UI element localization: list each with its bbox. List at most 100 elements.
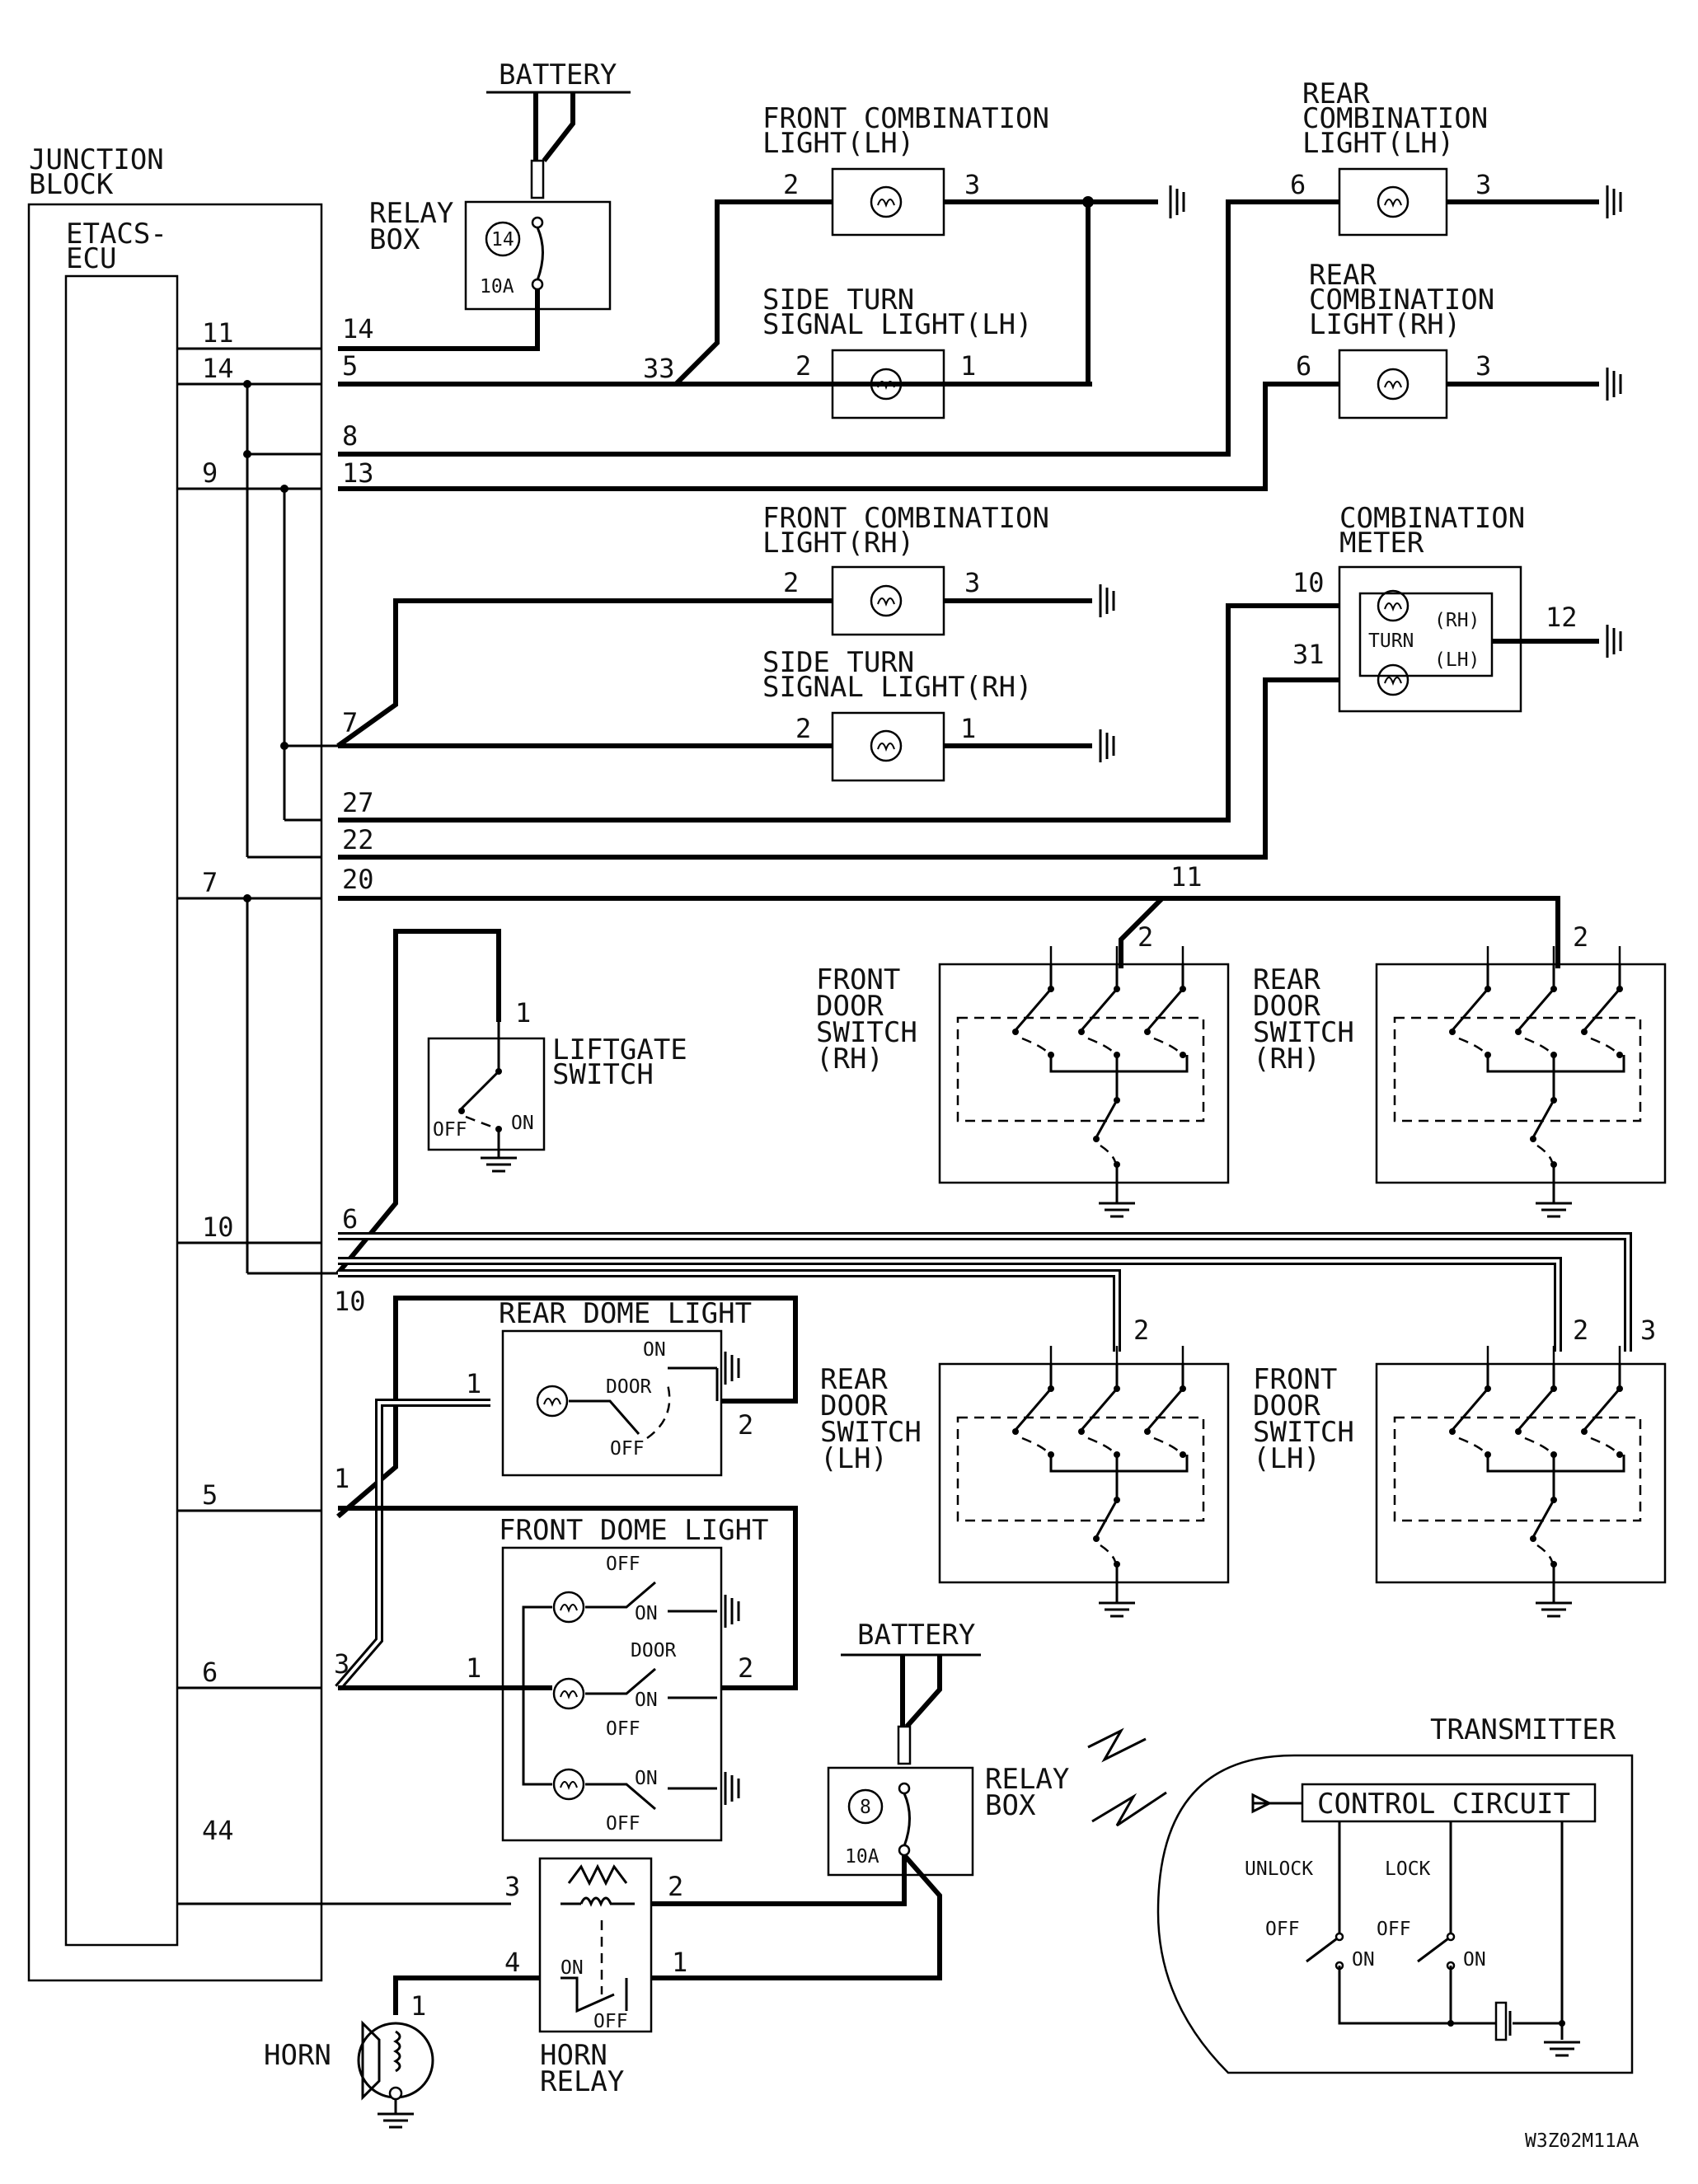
horn-relay-box (538, 1857, 653, 2033)
ecu-pin: 10 (202, 1212, 234, 1243)
fdome-door: DOOR (631, 1640, 677, 1661)
side-turn-rh-label-2: SIGNAL LIGHT(RH) (762, 671, 1033, 704)
fds-rh-label-1: FRONT (816, 963, 900, 996)
pin: 3 (1475, 350, 1491, 382)
rds-lh-label-4: (LH) (820, 1442, 888, 1475)
jb-pin: 7 (342, 707, 358, 738)
pin: 2 (738, 1409, 753, 1441)
jb-pin: 1 (334, 1463, 349, 1494)
ecu-pin: 6 (202, 1657, 218, 1688)
rear-comb-rh-box (1338, 349, 1448, 419)
splice-11: 11 (1170, 861, 1203, 893)
pin: 3 (964, 567, 980, 598)
rds-lh-label-3: SWITCH (820, 1416, 922, 1449)
rear-dome-label: REAR DOME LIGHT (499, 1297, 752, 1330)
jb-pin: 22 (342, 824, 374, 855)
horn-relay-off: OFF (593, 2011, 628, 2032)
pin: 1 (515, 997, 531, 1029)
relay-box-top-fuse: 10A (480, 276, 514, 298)
side-turn-rh-box (831, 711, 945, 782)
rear-comb-rh-label-1: REAR (1309, 259, 1377, 292)
relay-box-top-label-1: RELAY (369, 197, 453, 230)
jb-pin: 5 (342, 350, 358, 382)
side-turn-rh-label-1: SIDE TURN (762, 646, 914, 679)
etacs-ecu-box (64, 274, 179, 1947)
pin: 3 (504, 1871, 520, 1902)
jb-pin: 27 (342, 787, 374, 818)
fdome-on-3: ON (635, 1768, 658, 1789)
jb-pin: 14 (342, 313, 374, 344)
fdome-on: ON (635, 1603, 658, 1624)
relay-box-bottom-label-1: RELAY (985, 1763, 1069, 1796)
front-comb-rh-label-1: FRONT COMBINATION (762, 502, 1049, 535)
pin: 2 (783, 169, 799, 200)
combination-meter-label-2: METER (1339, 527, 1424, 560)
liftgate-label-1: LIFTGATE (552, 1033, 687, 1066)
control-circuit-label: CONTROL CIRCUIT (1317, 1788, 1570, 1821)
front-dome-label: FRONT DOME LIGHT (499, 1514, 769, 1547)
rear-dome-off: OFF (610, 1438, 645, 1460)
junction-block-box (27, 203, 323, 1982)
fds-lh-label-2: DOOR (1253, 1390, 1320, 1422)
rear-dome-on: ON (643, 1339, 666, 1361)
rds-lh-label-2: DOOR (820, 1390, 888, 1422)
pin: 2 (1137, 921, 1153, 953)
jb-pin: 20 (342, 864, 374, 895)
etacs-ecu-label-2: ECU (66, 242, 116, 275)
pin: 3 (1475, 169, 1491, 200)
meter-lh: (LH) (1434, 649, 1480, 671)
fds-rh-label-4: (RH) (816, 1043, 884, 1076)
front-comb-lh-label-2: LIGHT(LH) (762, 127, 914, 160)
relay-box-bottom-fuse: 10A (845, 1846, 879, 1868)
relay-box-bottom-label-2: BOX (985, 1789, 1036, 1822)
battery-top-label: BATTERY (499, 59, 617, 91)
figure-code: W3Z02M11AA (1525, 2130, 1639, 2152)
front-comb-lh-label-1: FRONT COMBINATION (762, 102, 1049, 135)
rds-rh-label-2: DOOR (1253, 990, 1320, 1023)
horn-relay-label-2: RELAY (540, 2065, 624, 2098)
pin: 3 (964, 169, 980, 200)
fds-rh-label-3: SWITCH (816, 1016, 917, 1049)
rds-lh-label-1: REAR (820, 1363, 888, 1396)
side-turn-lh-label-2: SIGNAL LIGHT(LH) (762, 308, 1033, 341)
front-dome-box (501, 1546, 723, 1842)
splice-33: 33 (643, 353, 675, 384)
rds-rh-label-1: REAR (1253, 963, 1320, 996)
junction-block-label-1: JUNCTION (29, 143, 164, 176)
fds-lh-label-3: SWITCH (1253, 1416, 1354, 1449)
pin: 3 (1640, 1315, 1656, 1346)
rear-comb-lh-label-1: REAR (1302, 77, 1370, 110)
lock-on: ON (1463, 1949, 1486, 1971)
pin: 10 (1292, 567, 1325, 598)
pin: 2 (783, 567, 799, 598)
meter-turn: TURN (1368, 630, 1414, 652)
rear-comb-rh-label-3: LIGHT(RH) (1309, 308, 1461, 341)
liftgate-switch-box (427, 1037, 546, 1151)
relay-box-bottom (827, 1766, 974, 1877)
meter-rh: (RH) (1434, 610, 1480, 631)
fds-lh-label-4: (LH) (1253, 1442, 1320, 1475)
jb-pin: 10 (334, 1286, 366, 1317)
pin: 1 (960, 350, 976, 382)
pin: 1 (466, 1652, 481, 1684)
pin: 2 (1573, 921, 1588, 953)
horn-relay-on: ON (561, 1957, 584, 1979)
pin: 2 (795, 713, 811, 744)
rear-comb-lh-label-2: COMBINATION (1302, 102, 1488, 135)
ecu-pin: 44 (202, 1815, 234, 1846)
ecu-pin: 9 (202, 457, 218, 489)
horn-label: HORN (264, 2039, 331, 2072)
transmitter-box (1156, 1754, 1634, 2074)
pin: 2 (738, 1652, 753, 1684)
rear-comb-lh-box (1338, 167, 1448, 237)
etacs-ecu-label-1: ETACS- (66, 218, 167, 251)
battery-bottom-label: BATTERY (857, 1619, 975, 1652)
fdome-on-2: ON (635, 1690, 658, 1711)
relay-box-top-label-2: BOX (369, 223, 420, 256)
rear-comb-lh-label-3: LIGHT(LH) (1302, 127, 1454, 160)
pin: 6 (1296, 350, 1311, 382)
unlock-off: OFF (1265, 1919, 1300, 1940)
fds-rh-label-2: DOOR (816, 990, 884, 1023)
pin: 2 (1573, 1315, 1588, 1346)
lock-label: LOCK (1385, 1858, 1431, 1880)
